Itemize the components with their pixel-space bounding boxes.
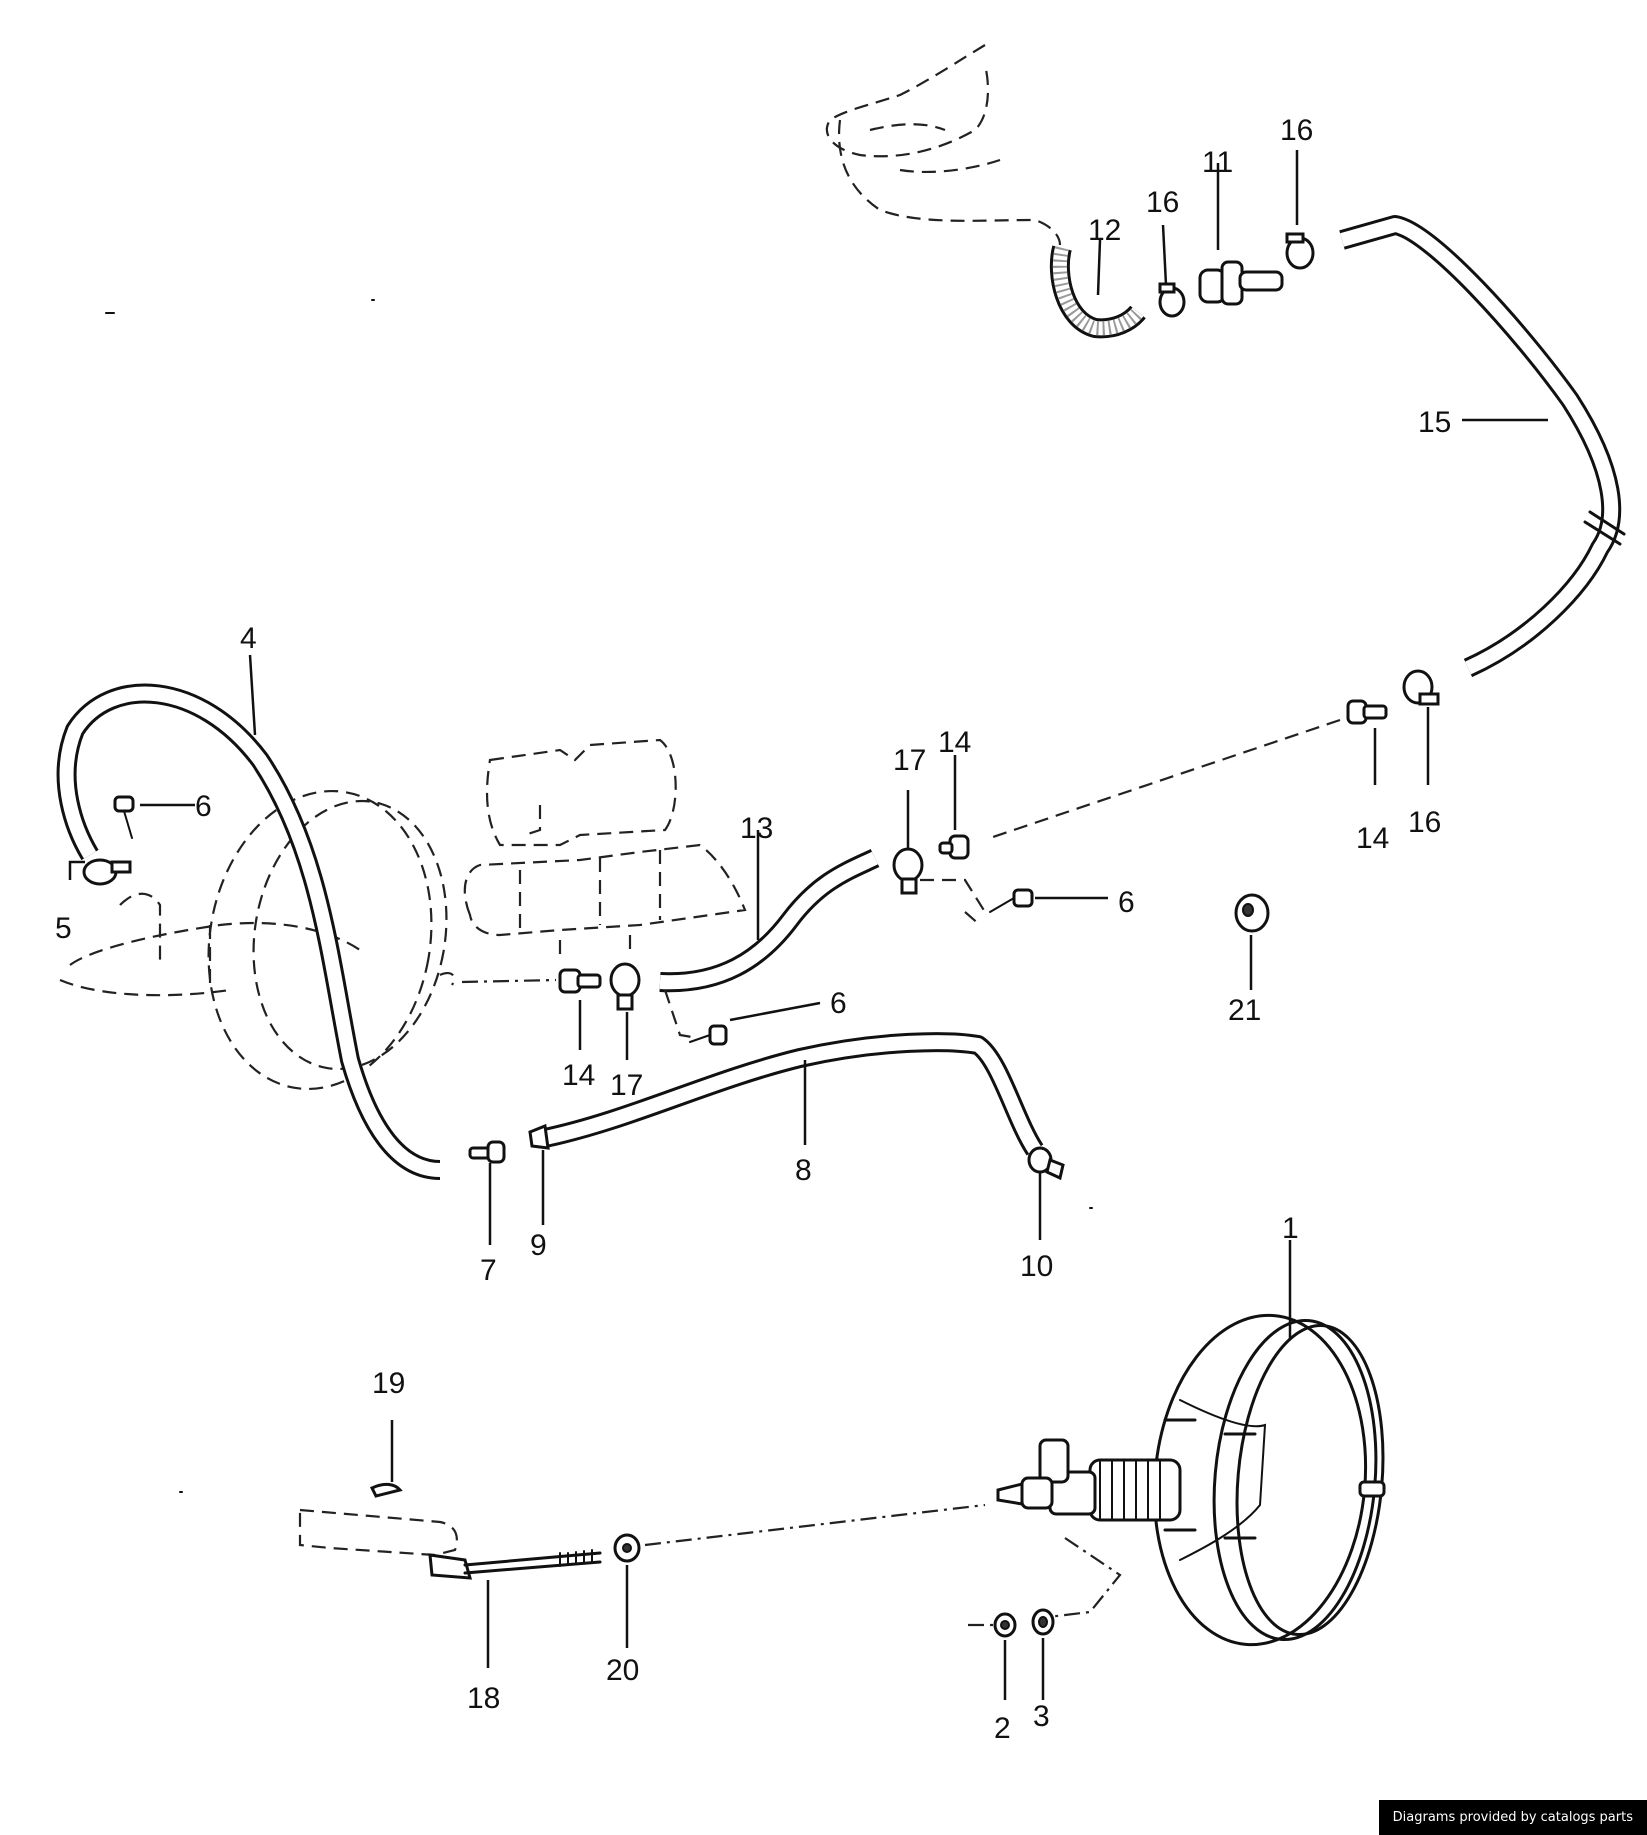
label-part-1: 1	[1282, 1212, 1299, 1245]
intake-manifold-outline	[825, 44, 1062, 246]
dashed-line-17-upper	[920, 878, 986, 926]
label-part-6-upper: 6	[1118, 886, 1135, 919]
label-part-3: 3	[1033, 1700, 1050, 1733]
label-part-16-left: 16	[1146, 186, 1179, 219]
dashdot-line-booster	[1039, 1537, 1122, 1620]
nut-2	[993, 1612, 1017, 1638]
label-part-10: 10	[1020, 1250, 1053, 1283]
label-part-7: 7	[480, 1254, 497, 1287]
label-part-6-left: 6	[195, 790, 212, 823]
label-part-9: 9	[530, 1229, 547, 1262]
pedal-outline	[298, 1508, 458, 1557]
label-part-14-right: 14	[1356, 822, 1389, 855]
label-part-17-upper: 17	[893, 744, 926, 777]
label-part-5: 5	[55, 912, 72, 945]
screw-6-mid	[689, 1024, 728, 1046]
label-part-11: 11	[1202, 146, 1233, 179]
label-part-20: 20	[606, 1654, 639, 1687]
clamp-16-right	[1285, 232, 1315, 270]
booster-outline-left	[59, 789, 456, 1091]
label-part-12: 12	[1088, 214, 1121, 247]
label-part-4: 4	[240, 622, 257, 655]
dashdot-line-pushrod	[644, 1503, 986, 1547]
clamp-5	[82, 858, 132, 886]
fitting-14-upper	[938, 834, 970, 860]
hose-8	[542, 1032, 1044, 1156]
brake-booster-1	[996, 1313, 1386, 1647]
fitting-10	[1027, 1146, 1065, 1181]
leader-lines	[68, 150, 1548, 1700]
pushrod-18	[428, 1549, 602, 1580]
label-part-17-mid: 17	[610, 1069, 643, 1102]
dashdot-line-14-mid	[461, 978, 557, 984]
screw-6-left	[113, 795, 135, 839]
grommet-21	[1234, 893, 1270, 933]
label-part-13: 13	[740, 812, 773, 845]
fitting-14-right	[1346, 699, 1388, 725]
label-part-6-mid: 6	[830, 987, 847, 1020]
nut-20	[613, 1533, 641, 1563]
hose-12	[1049, 245, 1146, 339]
fitting-9	[528, 1123, 550, 1150]
master-cylinder-outline	[463, 738, 747, 955]
hose-4	[56, 683, 441, 1180]
fitting-14-mid	[558, 968, 602, 994]
fitting-7	[468, 1140, 506, 1164]
label-part-2: 2	[994, 1712, 1011, 1745]
clamp-17-mid	[609, 962, 641, 1011]
dashed-line-14-right	[989, 718, 1341, 840]
label-part-19: 19	[372, 1367, 405, 1400]
hose-13	[659, 848, 880, 993]
label-part-16-lower: 16	[1408, 806, 1441, 839]
clamp-17-upper	[892, 847, 924, 895]
clamp-16-lower	[1402, 669, 1440, 706]
label-part-18: 18	[467, 1682, 500, 1715]
part-number-labels: 1 2 3 4 5 6 6 6 7 8 9 10 11 12 13 14 14 …	[55, 114, 1451, 1745]
dashed-line-17-mid	[663, 989, 699, 1040]
clip-19	[369, 1482, 403, 1498]
label-part-21: 21	[1228, 994, 1261, 1027]
scan-specks	[105, 299, 1093, 1493]
hose-15	[1339, 215, 1626, 678]
label-part-14-upper: 14	[938, 726, 971, 759]
clamp-16-left	[1158, 282, 1186, 318]
washer-3	[1031, 1608, 1055, 1636]
footer-credit: Diagrams provided by catalogs parts	[1378, 1800, 1647, 1835]
label-part-14-mid: 14	[562, 1059, 595, 1092]
valve-11	[1198, 260, 1284, 306]
label-part-8: 8	[795, 1154, 812, 1187]
screw-6-upper	[989, 888, 1034, 913]
label-part-16-top: 16	[1280, 114, 1313, 147]
label-part-15: 15	[1418, 406, 1451, 439]
